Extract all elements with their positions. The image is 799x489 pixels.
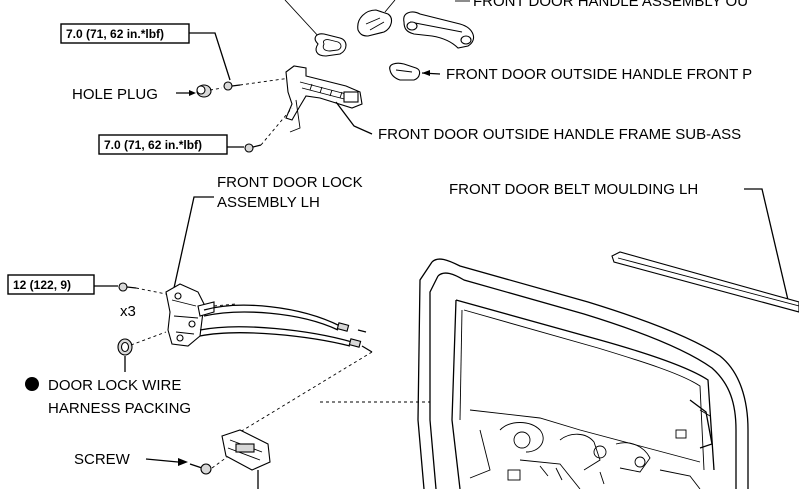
label-x3: x3 [120, 303, 136, 320]
wire-harness-packing [117, 338, 133, 356]
dash-bolt-frame [239, 77, 291, 86]
torque-value-3: 12 (122, 9) [13, 278, 71, 292]
bolt-upper [223, 81, 241, 91]
dash-bolt-lower [260, 107, 293, 146]
label-handle-front: FRONT DOOR OUTSIDE HANDLE FRONT P [446, 66, 752, 83]
leader-belt-moulding [744, 188, 789, 301]
label-screw: SCREW [74, 451, 131, 468]
label-belt-moulding: FRONT DOOR BELT MOULDING LH [449, 181, 698, 198]
dash-lock-screw [135, 287, 167, 295]
leader-key-cylinder [384, 0, 396, 13]
leader-gasket [284, 0, 321, 39]
arrow-hole-plug [189, 90, 196, 96]
dash-cable-screw [239, 351, 373, 433]
leader-screw [145, 458, 179, 463]
label-lock-line1: FRONT DOOR LOCK [217, 174, 363, 191]
filled-circle-icon [25, 377, 39, 391]
torque-box-3 [7, 274, 95, 295]
hole-plug [196, 84, 212, 98]
label-lock-line2: ASSEMBLY LH [217, 194, 320, 211]
dash-screw-bracket [211, 451, 235, 469]
dash-lock-cable [213, 303, 237, 307]
handle-cover-part [357, 9, 393, 37]
arrow-handle-front [422, 70, 430, 76]
torque-value-1: 7.0 (71, 62 in.*lbf) [66, 27, 164, 41]
label-packing-line2: HARNESS PACKING [48, 400, 191, 417]
label-handle-assembly-top: FRONT DOOR HANDLE ASSEMBLY OU [473, 0, 748, 10]
lock-cables [199, 304, 373, 353]
outside-handle [403, 11, 475, 49]
belt-moulding [611, 251, 799, 313]
label-hole-plug: HOLE PLUG [72, 86, 158, 103]
door-panel [417, 258, 749, 489]
leader-handle-frame [335, 101, 373, 135]
dash-packing [130, 331, 167, 346]
dash-plug-bolt [209, 87, 223, 91]
leader-torque-1 [189, 32, 231, 81]
door-lock-assembly [165, 283, 215, 347]
screw-part [189, 463, 212, 475]
handle-front-pad [389, 62, 421, 81]
arrow-screw [178, 458, 188, 466]
torque-value-2: 7.0 (71, 62 in.*lbf) [104, 138, 202, 152]
handle-gasket [314, 33, 347, 57]
lock-screw [118, 282, 137, 292]
label-packing-line1: DOOR LOCK WIRE [48, 377, 181, 394]
leader-lock [173, 196, 214, 289]
lock-bracket [221, 429, 271, 489]
bolt-lower [244, 143, 262, 153]
label-handle-frame: FRONT DOOR OUTSIDE HANDLE FRAME SUB-ASS [378, 126, 741, 143]
torque-box-2 [98, 134, 228, 155]
